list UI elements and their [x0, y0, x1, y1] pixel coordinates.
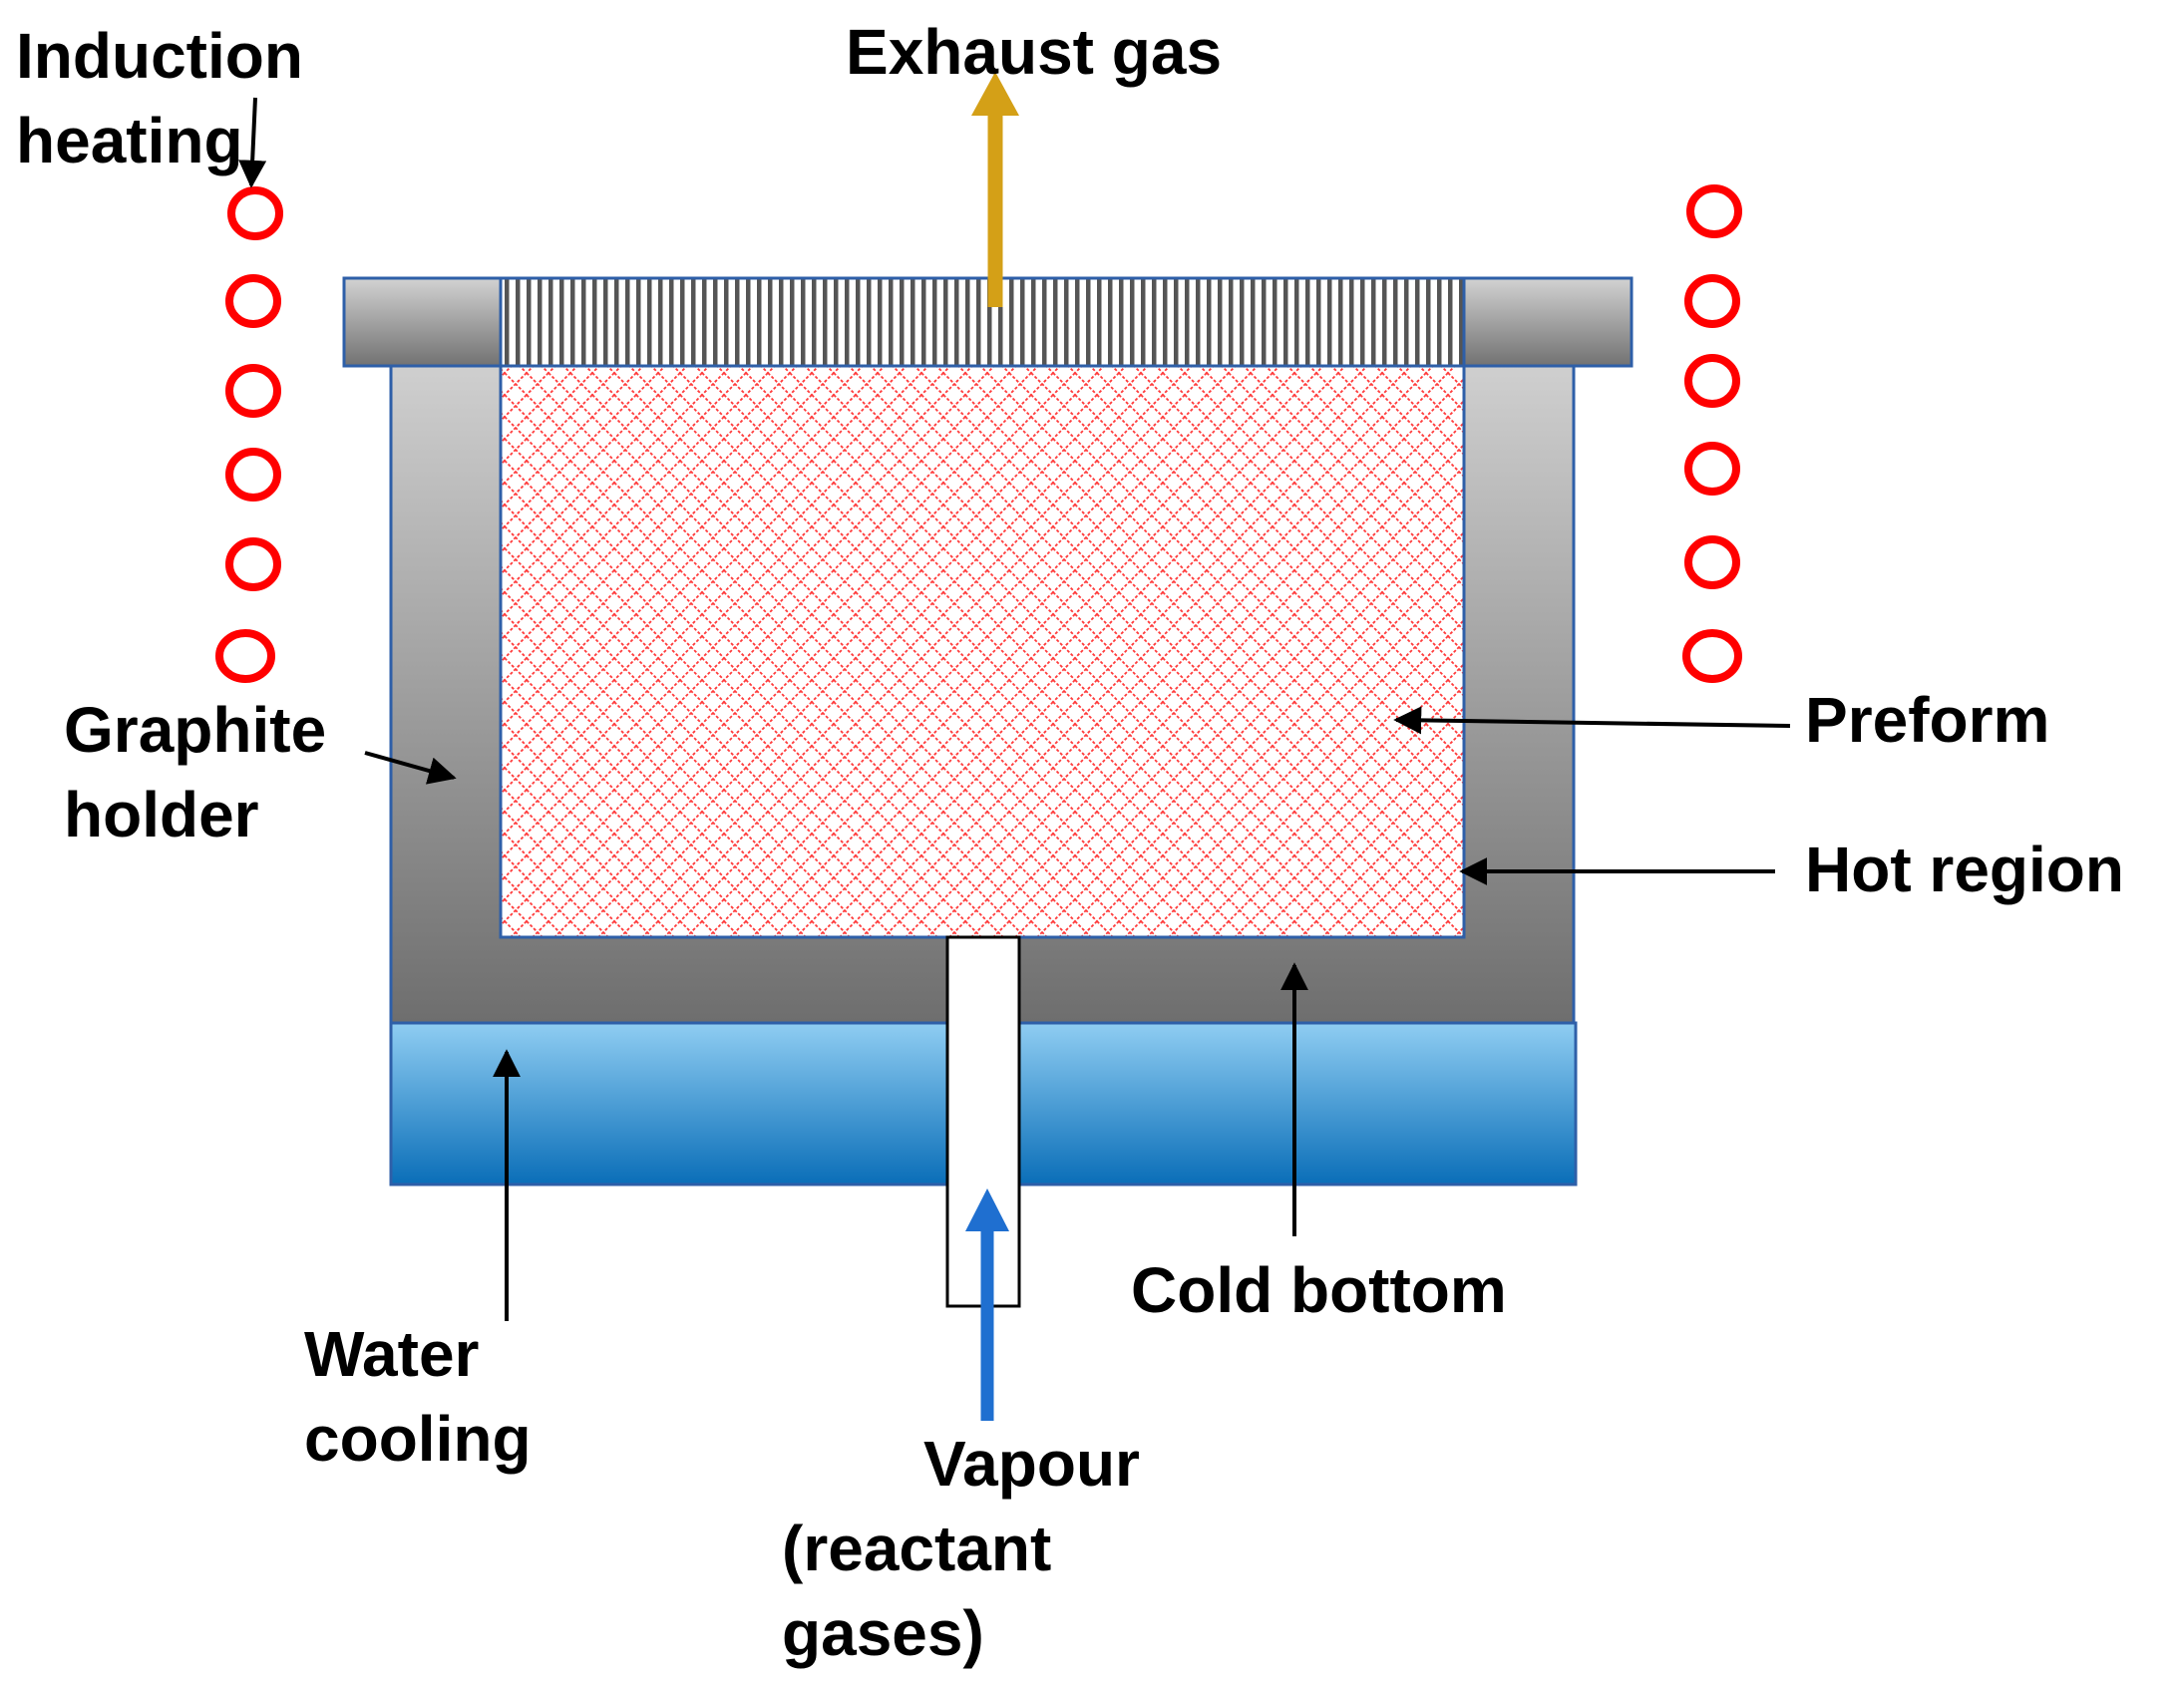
coil-ring [1684, 354, 1740, 408]
water-cooling-line-2: cooling [304, 1403, 532, 1475]
coil-ring [1686, 184, 1742, 238]
graphite-holder-pointer [364, 751, 457, 785]
induction-heating-line-2: heating [16, 105, 243, 176]
water-cooling-line-1: Water [304, 1318, 480, 1390]
induction-coils-left [215, 186, 283, 683]
preform-label: Preform [1805, 678, 2049, 763]
lid-vent [499, 276, 1466, 368]
graphite-holder-line-2: holder [64, 779, 259, 850]
vapour-label: Vapour (reactant gases) [782, 1422, 1140, 1676]
exhaust-gas-label: Exhaust gas [846, 10, 1222, 95]
cold-bottom-label: Cold bottom [1131, 1248, 1507, 1333]
vapour-arrow [965, 1188, 1009, 1421]
induction-heating-label: Induction heating [16, 14, 303, 183]
exhaust-arrow [971, 72, 1019, 307]
preform-text: Preform [1805, 684, 2050, 756]
lid-right [1462, 276, 1634, 368]
lid-left [342, 276, 503, 368]
coil-ring [225, 274, 281, 328]
coil-ring [1682, 629, 1742, 683]
vapour-line-2: (reactant [782, 1513, 1052, 1584]
graphite-holder-line-1: Graphite [64, 694, 327, 766]
exhaust-gas-text: Exhaust gas [846, 16, 1223, 88]
hot-region-label: Hot region [1805, 828, 2124, 912]
induction-heating-pointer [238, 97, 267, 188]
induction-heating-line-1: Induction [16, 20, 303, 92]
coil-ring [225, 448, 281, 502]
coil-ring [1684, 274, 1740, 328]
vapour-line-1: Vapour [923, 1428, 1140, 1500]
induction-coils-right [1682, 184, 1742, 683]
preform [499, 364, 1466, 939]
graphite-holder-label: Graphite holder [64, 688, 326, 857]
coil-ring [215, 629, 275, 683]
coil-ring [1684, 535, 1740, 589]
water-cooling-label: Water cooling [304, 1312, 532, 1482]
coil-ring [225, 364, 281, 418]
coil-ring [225, 537, 281, 591]
coil-ring [227, 186, 283, 240]
hot-region-text: Hot region [1805, 834, 2124, 905]
vapour-line-3: gases) [782, 1597, 984, 1669]
preform-pointer [1393, 706, 1791, 735]
cold-bottom-text: Cold bottom [1131, 1254, 1507, 1326]
coil-ring [1684, 442, 1740, 496]
